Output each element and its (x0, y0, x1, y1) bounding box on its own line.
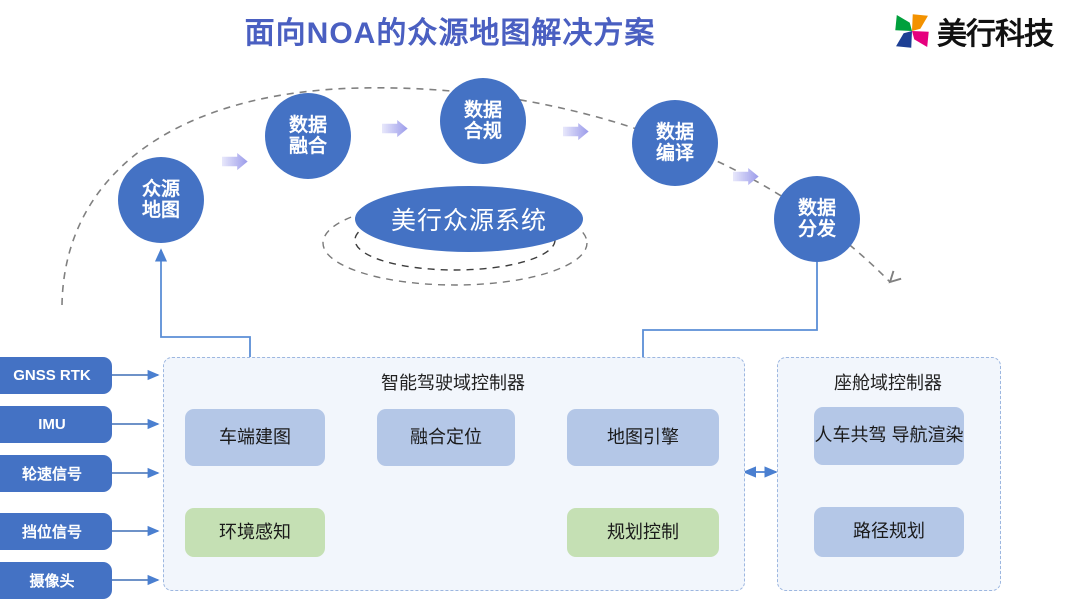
adas-block-vehicle-mapping[interactable]: 车端建图 (185, 409, 325, 466)
block-label: 地图引擎 (607, 426, 679, 447)
adas-panel-title: 智能驾驶域控制器 (381, 373, 525, 393)
cockpit-panel-title: 座舱域控制器 (834, 373, 942, 393)
node-label-line1: 数据 (463, 99, 502, 121)
page-title: 面向NOA的众源地图解决方案 (244, 17, 656, 50)
pipeline-node-crowdsource-map[interactable]: 众源 地图 (118, 157, 204, 243)
core-system-ellipse[interactable]: 美行众源系统 (355, 186, 583, 252)
node-label-line1: 数据 (288, 114, 327, 136)
node-label-line2: 地图 (141, 200, 180, 221)
sensor-label: 轮速信号 (21, 466, 82, 483)
adas-block-env-perception[interactable]: 环境感知 (185, 508, 325, 557)
sensor-gnss-rtk[interactable]: GNSS RTK (0, 357, 112, 394)
pipeline-node-data-fusion[interactable]: 数据 融合 (265, 93, 351, 179)
sensor-label: IMU (38, 416, 66, 433)
brand-name: 美行科技 (937, 18, 1054, 51)
node-label-line1: 数据 (797, 197, 836, 219)
node-label-line1: 数据 (655, 121, 694, 143)
sensor-imu[interactable]: IMU (0, 406, 112, 443)
block-label: 环境感知 (219, 521, 291, 542)
brand-logo: 美行科技 (893, 10, 1079, 52)
pinwheel-logo-icon (895, 14, 929, 48)
cockpit-block-route-planning[interactable]: 路径规划 (814, 507, 964, 557)
block-label: 路径规划 (853, 521, 925, 542)
core-system-label: 美行众源系统 (390, 207, 547, 235)
sensor-camera[interactable]: 摄像头 (0, 562, 112, 599)
pipeline-node-data-compile[interactable]: 数据 编译 (632, 100, 718, 186)
adas-block-map-engine[interactable]: 地图引擎 (567, 409, 719, 466)
adas-block-fusion-locating[interactable]: 融合定位 (377, 409, 515, 466)
cockpit-block-hmi-nav-render[interactable]: 人车共驾 导航渲染 (814, 407, 964, 465)
adas-block-planning-control[interactable]: 规划控制 (567, 508, 719, 557)
pipeline-node-data-compliance[interactable]: 数据 合规 (440, 78, 526, 164)
block-label: 融合定位 (410, 426, 482, 447)
sensor-label: GNSS RTK (13, 367, 91, 384)
node-label-line2: 编译 (655, 143, 694, 164)
node-label-line2: 分发 (797, 219, 836, 240)
node-label-line1: 众源 (141, 178, 180, 200)
block-label-line1: 人车共驾 (814, 425, 887, 446)
node-label-line2: 合规 (463, 121, 502, 142)
sensor-gear-signal[interactable]: 挡位信号 (0, 513, 112, 550)
sensor-label: 挡位信号 (21, 524, 82, 541)
sensor-connectors (112, 369, 160, 586)
block-label-line2: 导航渲染 (891, 425, 964, 446)
block-label: 车端建图 (219, 426, 291, 447)
pipeline-node-data-distribute[interactable]: 数据 分发 (774, 176, 860, 262)
sensor-label: 摄像头 (29, 573, 75, 590)
sensor-wheel-speed[interactable]: 轮速信号 (0, 455, 112, 492)
block-label: 规划控制 (607, 521, 679, 542)
node-label-line2: 融合 (288, 136, 327, 157)
